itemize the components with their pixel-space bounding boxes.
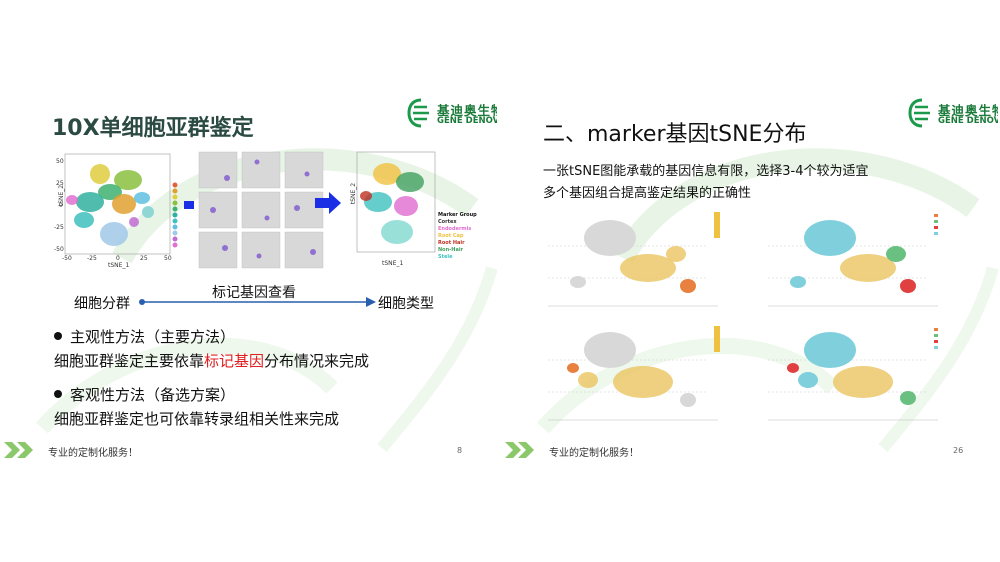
logo-name-en: GENE DENOVO	[437, 116, 497, 126]
y-tick: 0	[59, 202, 63, 209]
blue-arrow-small	[184, 201, 194, 209]
legend-title: Marker Group	[438, 212, 477, 218]
legend-item: Cortex	[438, 219, 457, 225]
body-text-part: 细胞亚群鉴定主要依靠	[54, 352, 205, 370]
x-axis-label: tSNE_1	[108, 262, 130, 269]
page-title: 二、marker基因tSNE分布	[543, 122, 807, 147]
flow-end-label: 细胞类型	[378, 296, 434, 312]
description-line-2: 多个基因组合提高鉴定结果的正确性	[543, 186, 752, 201]
marker-tsne-panel	[538, 206, 728, 316]
cluster-legend	[172, 182, 178, 248]
y-tick: 25	[56, 180, 64, 187]
bullet-heading: 客观性方法（备选方案）	[70, 386, 236, 404]
bullet-dot	[54, 389, 62, 398]
legend-item: Stele	[438, 254, 453, 260]
y-tick: 50	[56, 158, 64, 165]
bullet-objective-method: 客观性方法（备选方案）	[54, 384, 235, 405]
x-tick: -25	[87, 255, 97, 262]
x-tick: -50	[62, 255, 72, 262]
flow-middle-label: 标记基因查看	[212, 285, 296, 301]
celltype-tsne-plot: tSNE_2 tSNE_1 Marker Group Cortex Endode…	[342, 150, 492, 272]
chevron-right-icon	[4, 442, 33, 458]
x-axis-label: tSNE_1	[382, 260, 404, 267]
flow-arrow	[139, 297, 376, 307]
brand-logo: 基迪奥生物 GENE DENOVO	[908, 98, 998, 134]
dna-logo-icon	[908, 98, 930, 128]
description-line-1: 一张tSNE图能承载的基因信息有限，选择3-4个较为适宜	[543, 164, 869, 179]
footer-slogan: 专业的定制化服务！	[549, 448, 639, 459]
blue-arrow-large	[315, 192, 341, 214]
page-number: 8	[457, 446, 463, 455]
legend-item: Root Hair	[438, 240, 465, 246]
legend-item: Non-Hair	[438, 247, 463, 253]
bullet-heading: 主观性方法（主要方法）	[70, 328, 236, 346]
cluster-tsne-plot: tSNE_2 tSNE_1 -50 -25 0 25 50 50 25 0 -2…	[50, 152, 185, 272]
page-number: 26	[953, 446, 964, 455]
marker-tsne-panel	[758, 206, 958, 316]
bullet-dot	[54, 331, 62, 340]
x-tick: 50	[164, 255, 172, 262]
footer-slogan: 专业的定制化服务！	[48, 448, 138, 459]
brand-logo: 基迪奥生物 GENE DENOVO	[407, 98, 497, 134]
bullet-body-text: 细胞亚群鉴定主要依靠标记基因分布情况来完成	[54, 350, 369, 371]
bullet-subjective-method: 主观性方法（主要方法）	[54, 326, 235, 347]
chevron-right-icon	[505, 442, 534, 458]
logo-name-cn: 基迪奥生物	[938, 103, 998, 118]
background-swirl-decoration	[537, 148, 998, 452]
bullet-body-text: 细胞亚群鉴定也可依靠转录组相关性来完成	[54, 410, 340, 428]
marker-tsne-panel	[758, 320, 958, 430]
page-title: 10X单细胞亚群鉴定	[52, 116, 254, 141]
y-tick: -25	[54, 224, 64, 231]
dna-logo-icon	[407, 98, 429, 128]
legend-item: Endodermis	[438, 226, 472, 232]
highlight-marker-gene: 标记基因	[204, 352, 265, 370]
logo-name-en: GENE DENOVO	[938, 116, 998, 126]
marker-tsne-panel	[538, 320, 728, 430]
x-tick: 0	[116, 255, 120, 262]
slide-right: 基迪奥生物 GENE DENOVO 二、marker基因tSNE分布 一张tSN…	[503, 88, 998, 468]
legend-item: Root Cap	[438, 233, 464, 239]
body-text-part: 分布情况来完成	[264, 352, 370, 370]
marker-gene-grid	[197, 148, 327, 273]
x-tick: 25	[140, 255, 148, 262]
y-tick: -50	[54, 246, 64, 253]
flow-start-label: 细胞分群	[74, 296, 130, 312]
logo-name-cn: 基迪奥生物	[437, 103, 497, 118]
slide-left: 基迪奥生物 GENE DENOVO 10X单细胞亚群鉴定 tSNE_2 tSNE…	[2, 88, 497, 468]
y-axis-label: tSNE_2	[350, 182, 358, 205]
